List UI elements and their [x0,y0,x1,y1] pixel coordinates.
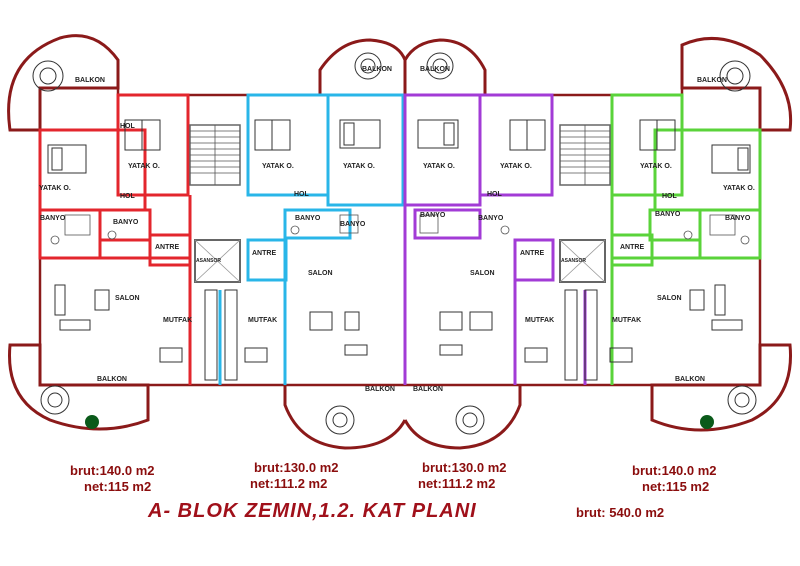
label-balkon-6: BALKON [365,386,395,393]
label-salon-4: SALON [657,295,682,302]
label-yatak-3: YATAK O. [262,163,294,170]
label-banyo-6: BANYO [478,215,504,222]
unit-2-net: net:111.2 m2 [250,476,328,491]
unit-4-net: net:115 m2 [642,479,710,494]
bath-fixtures [50,214,750,245]
label-yatak-2: YATAK O. [128,163,160,170]
label-hol-2: HOL [120,123,136,130]
unit-3-net: net:111.2 m2 [418,476,496,491]
label-balkon-2: BALKON [362,66,392,73]
label-banyo-3: BANYO [295,215,321,222]
label-mutfak-1: MUTFAK [163,317,192,324]
label-hol-5: HOL [662,193,678,200]
plan-title: A- BLOK ZEMIN,1.2. KAT PLANI [148,500,477,522]
label-asansor-1: ASANSOR [196,258,221,264]
label-hol-1: HOL [120,193,136,200]
label-mutfak-2: MUTFAK [248,317,277,324]
unit-1-area: brut:140.0 m2 net:115 m2 [70,463,155,495]
unit-1-net: net:115 m2 [84,479,152,494]
balcony-top-center-right [403,38,487,95]
unit-2-area: brut:130.0 m2 net:111.2 m2 [250,460,339,492]
label-antre-2: ANTRE [252,250,276,257]
label-balkon-7: BALKON [413,386,443,393]
entrance-marker-right [700,415,714,429]
unit-3-area: brut:130.0 m2 net:111.2 m2 [418,460,507,492]
balcony-bottom-center-right [403,385,522,450]
balcony-bottom-center-left [283,385,407,450]
label-balkon-4: BALKON [697,77,727,84]
unit-2-brut: brut:130.0 m2 [254,460,339,475]
label-yatak-7: YATAK O. [640,163,672,170]
label-balkon-1: BALKON [75,77,105,84]
label-yatak-1: YATAK O. [39,185,71,192]
salon-furniture [54,284,743,356]
label-antre-3: ANTRE [520,250,544,257]
label-salon-3: SALON [470,270,495,277]
balcony-tables [32,52,757,435]
stairs-right [559,124,611,186]
unit-3-brut: brut:130.0 m2 [422,460,507,475]
total-area: brut: 540.0 m2 [576,505,665,520]
label-asansor-2: ASANSOR [561,258,586,264]
label-yatak-6: YATAK O. [500,163,532,170]
balcony-top-right [680,36,793,132]
bed-furniture [47,119,751,174]
label-banyo-8: BANYO [725,215,751,222]
balcony-bottom-right [650,343,793,432]
unit-1-brut: brut:140.0 m2 [70,463,155,478]
unit-4 [610,93,762,385]
label-mutfak-4: MUTFAK [612,317,641,324]
unit-2 [218,93,405,385]
unit-4-brut: brut:140.0 m2 [632,463,717,478]
balcony-top-left [7,34,120,132]
kitchen-furniture [159,289,633,381]
label-yatak-5: YATAK O. [423,163,455,170]
label-balkon-5: BALKON [97,376,127,383]
balcony-top-center-left [318,38,407,95]
entrance-marker-left [85,415,99,429]
label-banyo-1: BANYO [40,215,66,222]
unit-3 [403,93,587,385]
elevator-right [559,239,606,283]
stairs-left [189,124,241,186]
label-mutfak-3: MUTFAK [525,317,554,324]
label-yatak-8: YATAK O. [723,185,755,192]
label-banyo-5: BANYO [420,212,446,219]
label-balkon-3: BALKON [420,66,450,73]
label-salon-2: SALON [308,270,333,277]
label-yatak-4: YATAK O. [343,163,375,170]
label-hol-4: HOL [487,191,503,198]
label-banyo-7: BANYO [655,211,681,218]
label-balkon-8: BALKON [675,376,705,383]
label-salon-1: SALON [115,295,140,302]
label-antre-1: ANTRE [155,244,179,251]
label-banyo-2: BANYO [113,219,139,226]
label-banyo-4: BANYO [340,221,366,228]
room-labels: BALKON BALKON BALKON BALKON BALKON BALKO… [39,66,755,393]
unit-1 [38,93,192,385]
label-antre-4: ANTRE [620,244,644,251]
unit-4-area: brut:140.0 m2 net:115 m2 [632,463,717,495]
elevator-left [194,239,241,283]
label-hol-3: HOL [294,191,310,198]
balcony-bottom-left [8,343,150,431]
